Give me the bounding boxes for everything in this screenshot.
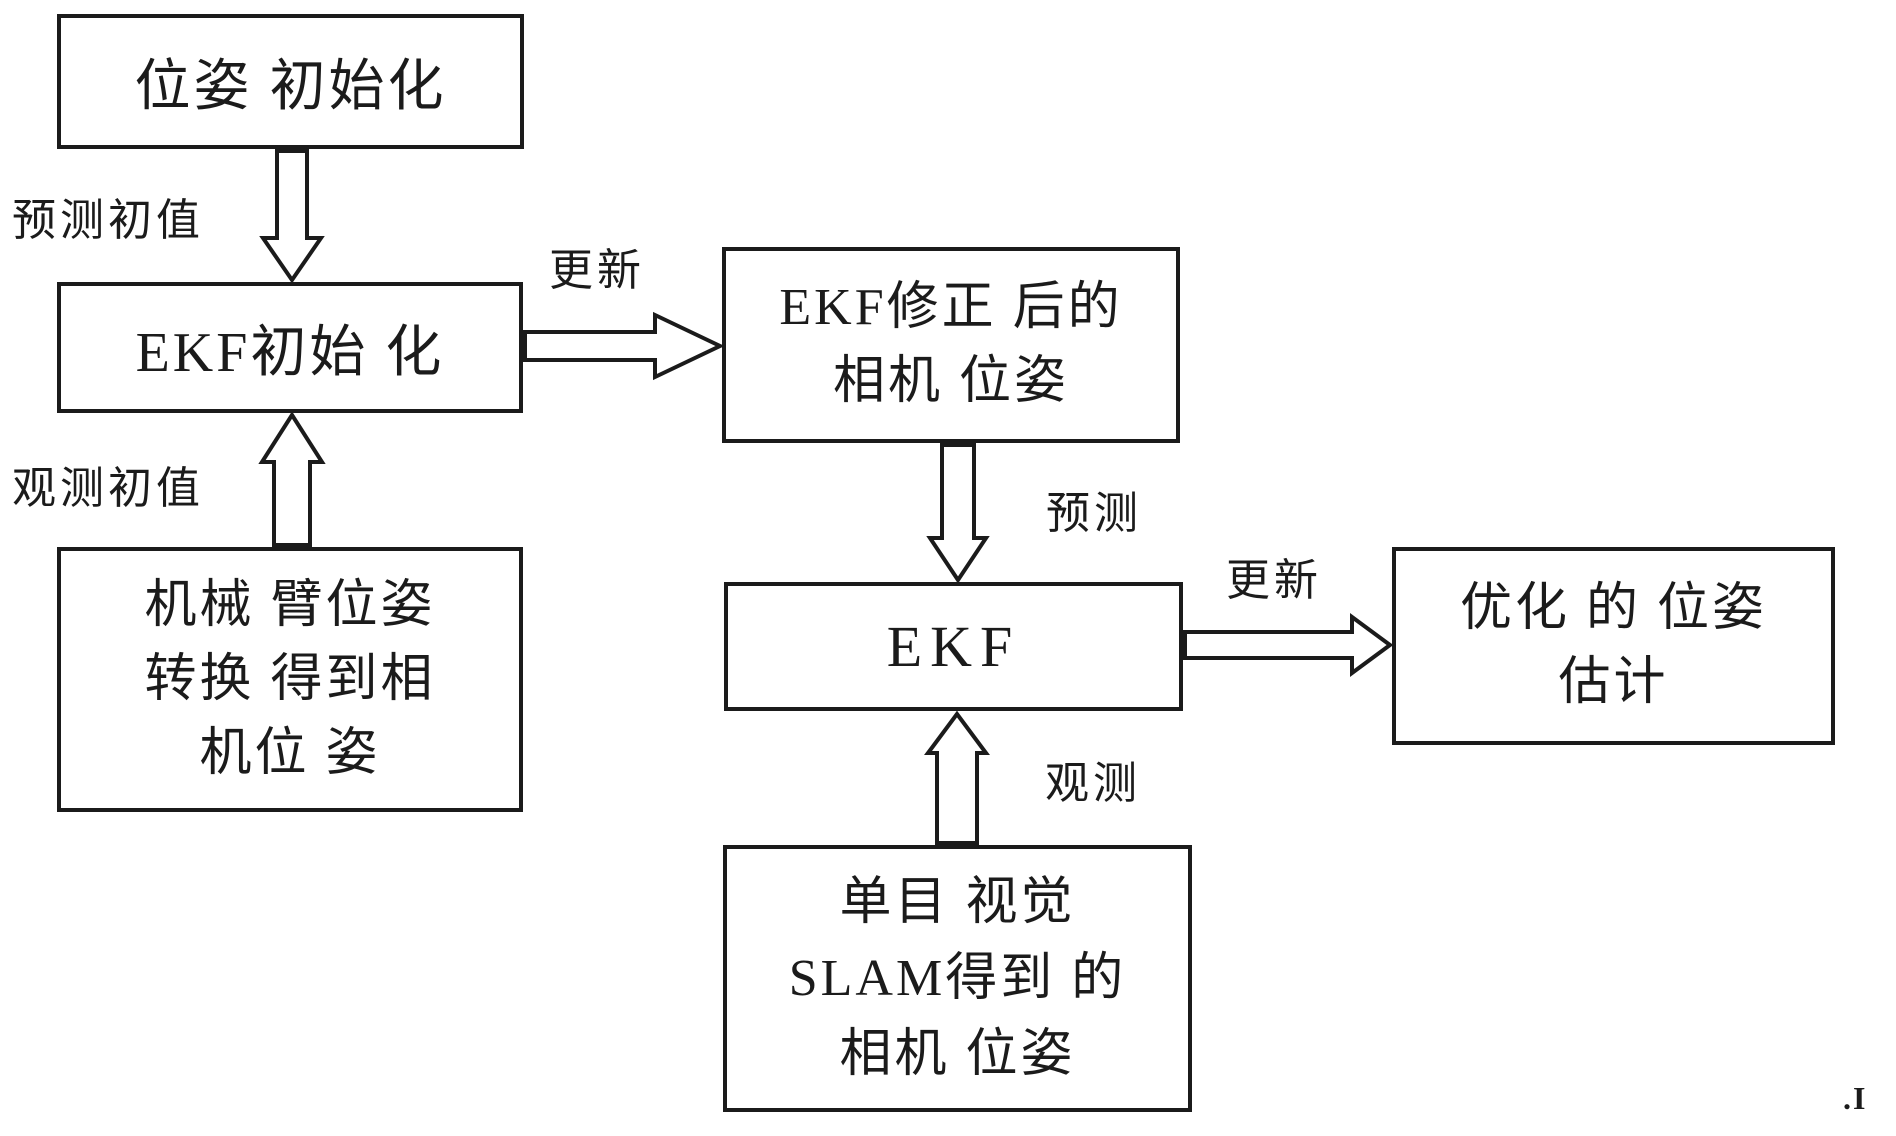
box-ekf-corrected-camera-pose: EKF修正 后的 相机 位姿 <box>722 247 1180 443</box>
box-monocular-slam-camera-pose: 单目 视觉 SLAM得到 的 相机 位姿 <box>723 845 1192 1112</box>
box-ekf: EKF <box>724 582 1183 711</box>
box-ekf-label: EKF <box>886 614 1021 679</box>
edge-label-update-top: 更新 <box>549 246 645 295</box>
box-optimized-line-1: 优化 的 位姿 <box>1459 580 1767 637</box>
edge-label-prediction-initial-value: 预测初值 <box>12 196 204 245</box>
box-ekf-corrected-line-2: 相机 位姿 <box>832 353 1069 410</box>
box-arm-pose-line-1: 机械 臂位姿 <box>144 576 436 634</box>
edge-label-update-right: 更新 <box>1226 556 1322 605</box>
edge-label-prediction: 预测 <box>1046 489 1142 538</box>
box-pose-initialization-label: 位姿 初始化 <box>134 56 447 118</box>
edge-label-observation: 观测 <box>1045 759 1141 808</box>
arrow-ekf-corrected-to-ekf <box>926 443 990 584</box>
box-arm-pose-to-camera-pose: 机械 臂位姿 转换 得到相 机位 姿 <box>57 547 523 812</box>
box-arm-pose-line-3: 机位 姿 <box>199 724 381 782</box>
arrow-slam-to-ekf <box>924 710 990 845</box>
arrow-arm-pose-to-ekf-init <box>258 411 326 547</box>
box-optimized-pose-estimate: 优化 的 位姿 估计 <box>1392 547 1835 745</box>
box-mono-slam-line-3: 相机 位姿 <box>839 1025 1076 1083</box>
box-ekf-corrected-line-1: EKF修正 后的 <box>779 279 1123 336</box>
box-optimized-line-2: 估计 <box>1558 654 1669 711</box>
arrow-pose-init-to-ekf-init <box>259 149 325 284</box>
box-mono-slam-line-2: SLAM得到 的 <box>788 949 1127 1007</box>
arrow-ekf-to-optimized <box>1183 613 1394 677</box>
scan-artifact-mark: .I <box>1843 1080 1868 1116</box>
arrow-ekf-init-to-ekf-corrected <box>523 311 725 381</box>
edge-label-observation-initial-value: 观测初值 <box>12 464 204 513</box>
box-ekf-initialization: EKF初始 化 <box>57 282 523 413</box>
box-arm-pose-line-2: 转换 得到相 <box>144 650 436 708</box>
box-mono-slam-line-1: 单目 视觉 <box>839 873 1076 931</box>
box-ekf-initialization-label: EKF初始 化 <box>135 322 445 384</box>
box-pose-initialization: 位姿 初始化 <box>57 14 524 149</box>
